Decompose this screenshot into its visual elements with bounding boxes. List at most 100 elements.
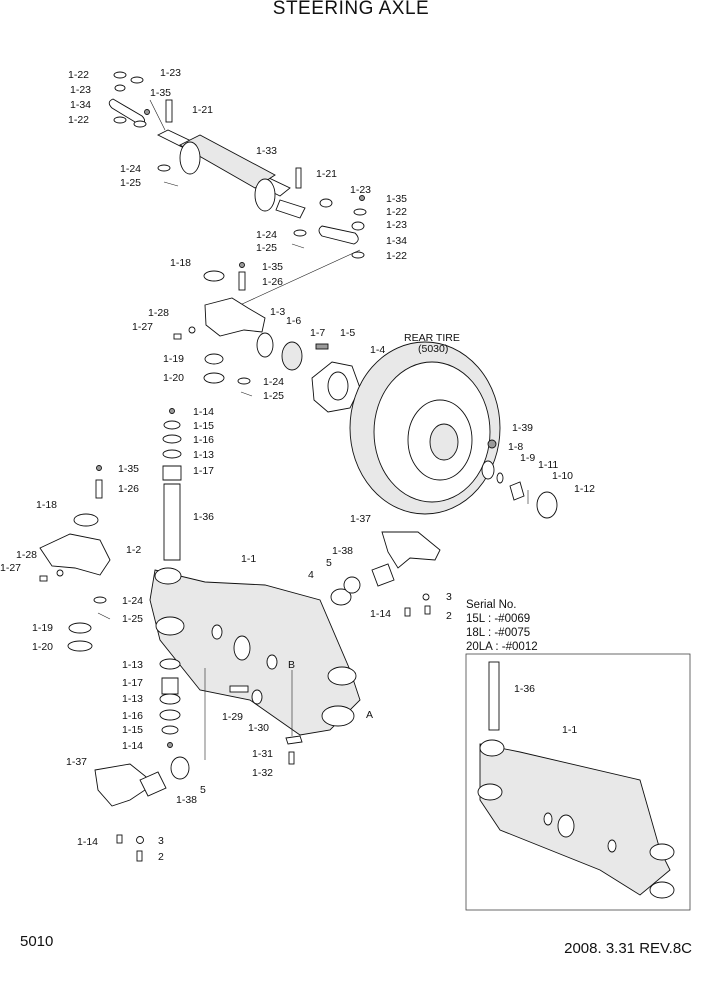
callout: 1-39 [512, 422, 533, 434]
revision-stamp: 2008. 3.31 REV.8C [564, 940, 692, 957]
cylinder-end-shape [179, 141, 201, 175]
callout: 1-37 [66, 756, 87, 768]
callout: 1-36 [193, 511, 214, 523]
callout: 5 [200, 784, 206, 796]
callout: 1-5 [340, 327, 355, 339]
seal-shape [67, 640, 93, 652]
serial-heading: Serial No. [466, 599, 517, 611]
callout: 1-22 [68, 114, 89, 126]
callout: 1-17 [193, 465, 214, 477]
washer-shape [237, 377, 251, 385]
bolt-shape [315, 343, 329, 350]
seal-shape [481, 460, 495, 480]
callout: 2 [158, 851, 164, 863]
callout: 1-30 [248, 722, 269, 734]
bolt-shape [288, 751, 295, 765]
callout: 1-16 [193, 434, 214, 446]
bolt-shape [173, 333, 182, 340]
bolt-shape [136, 850, 143, 862]
callout: 1-32 [252, 767, 273, 779]
bush-shape [371, 563, 395, 587]
bearing-shape [281, 341, 303, 371]
washer-shape [351, 251, 365, 259]
nut-shape [56, 569, 64, 577]
axle-boss-shape [327, 666, 357, 686]
pivot-shape [557, 814, 575, 838]
callout: 1-28 [16, 549, 37, 561]
callout: 1-23 [386, 219, 407, 231]
pin-shape [165, 99, 173, 123]
bearing-shape [204, 353, 224, 365]
serial-line: 18L : -#0075 [466, 627, 531, 639]
axle-boss-shape [321, 705, 355, 727]
pivot-shape [233, 635, 251, 661]
knuckle-shape [204, 297, 266, 337]
callout: 1-24 [256, 229, 277, 241]
callout: 1-25 [263, 390, 284, 402]
callout: 4 [308, 569, 314, 581]
callout: 1-21 [192, 104, 213, 116]
axle-boss-shape [154, 567, 182, 585]
callout: 1-26 [118, 483, 139, 495]
ring-shape [163, 420, 181, 430]
grease-nipple-shape [239, 262, 245, 268]
seal-shape [162, 434, 182, 444]
ring-shape [161, 725, 179, 735]
callout: 1-28 [148, 307, 169, 319]
axle-boss-shape [155, 616, 185, 636]
callout: 1-38 [332, 545, 353, 557]
callout: 1-23 [350, 184, 371, 196]
callout: 1-3 [270, 306, 285, 318]
callout: 1-1 [562, 724, 577, 736]
link-shape [318, 225, 359, 245]
inset-frame [465, 653, 691, 911]
king-pin-stack-group [162, 408, 182, 561]
callout: 1-19 [163, 353, 184, 365]
page-number: 5010 [20, 933, 54, 950]
callout: 1-27 [0, 562, 21, 574]
cylinder-end-shape [254, 178, 276, 212]
knuckle-shape [39, 533, 111, 576]
washer-shape [157, 164, 171, 172]
callout: 1-8 [508, 441, 523, 453]
nut-shape [487, 439, 497, 449]
callout: 1-2 [126, 544, 141, 556]
callout: 1-4 [370, 344, 385, 356]
washer-shape [93, 596, 107, 604]
ref-letter-a: A [366, 709, 373, 721]
pin-shape [295, 167, 302, 189]
rim-hub-shape [429, 423, 459, 461]
cotter-pin-shape [163, 181, 179, 187]
callout: 3 [158, 835, 164, 847]
king-pin-shape [488, 661, 500, 731]
pin-shape [95, 479, 103, 499]
cotter-pin-shape [240, 391, 253, 397]
bearing-shape [203, 270, 225, 282]
callout: 1-35 [262, 261, 283, 273]
cotter-pin-shape [97, 612, 111, 620]
washer-shape [133, 120, 147, 128]
callout: 1-10 [552, 470, 573, 482]
callout: 1-20 [163, 372, 184, 384]
washer-shape [113, 116, 127, 124]
callout: 1-25 [256, 242, 277, 254]
callout: 1-24 [120, 163, 141, 175]
callout: 1-24 [263, 376, 284, 388]
axle-beam-group [149, 531, 441, 760]
callout: 1-27 [132, 321, 153, 333]
callout: 1-33 [256, 145, 277, 157]
leader-line [239, 249, 361, 306]
callout: 1-29 [222, 711, 243, 723]
axle-beam-shape [149, 569, 361, 736]
grease-nipple-shape [144, 109, 150, 115]
callout: 1-14 [77, 836, 98, 848]
tire-label-name: REAR TIRE [404, 332, 460, 344]
serial-line: 15L : -#0069 [466, 613, 531, 625]
hole-shape [266, 654, 278, 670]
callout: 1-25 [122, 613, 143, 625]
callout: 1-16 [122, 710, 143, 722]
o-ring-shape [170, 756, 190, 780]
leader-line [149, 99, 166, 131]
